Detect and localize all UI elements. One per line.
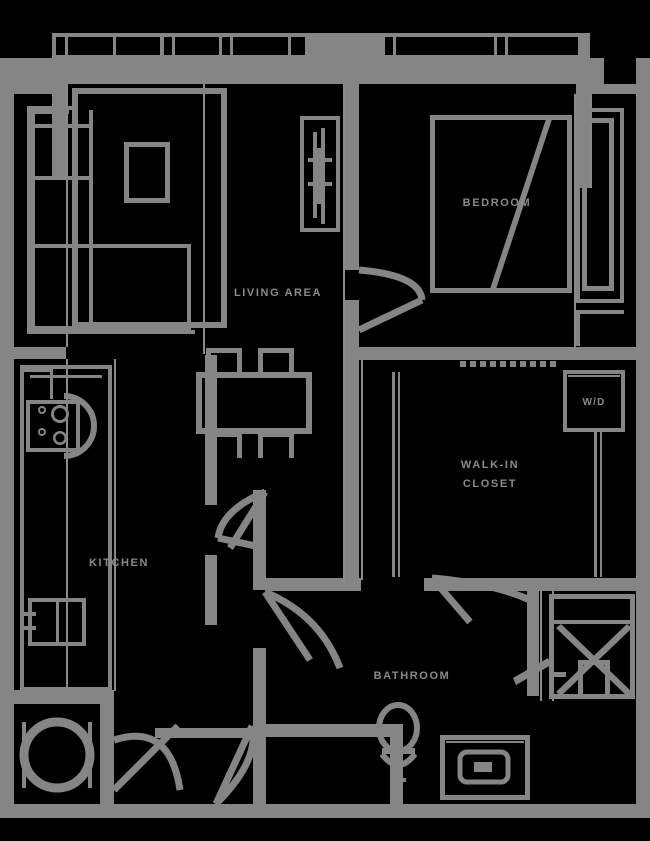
wall-ne-return bbox=[590, 58, 604, 84]
wall-kitchen-east-lower bbox=[205, 555, 217, 625]
door-group bbox=[111, 266, 532, 807]
wall-hall-west-upper bbox=[253, 490, 266, 590]
wall-shower-west bbox=[527, 591, 539, 696]
bed bbox=[430, 115, 572, 293]
wall-bedroom-closet-divider-e bbox=[576, 347, 636, 360]
washer-dryer-unit bbox=[563, 370, 625, 432]
room-label-closet-line1: WALK-IN bbox=[461, 459, 519, 471]
wall-entry-north bbox=[14, 690, 114, 704]
toilet bbox=[376, 702, 420, 782]
vanity-sink bbox=[440, 735, 530, 800]
room-label-bedroom: BEDROOM bbox=[463, 197, 532, 209]
bedroom-door[interactable] bbox=[357, 266, 426, 334]
room-labels: LIVING AREA BEDROOM KITCHEN WALK-IN CLOS… bbox=[89, 197, 605, 682]
appliance-label-washer-dryer: W/D bbox=[582, 397, 605, 408]
wall-entry-east bbox=[100, 690, 114, 804]
nightstand bbox=[582, 118, 614, 291]
dining-chairs bbox=[206, 348, 294, 458]
dining-table bbox=[196, 372, 312, 434]
wall-closet-west bbox=[345, 360, 359, 585]
bedroom-wardrobe bbox=[576, 108, 624, 346]
kitchen-sink bbox=[20, 598, 86, 646]
room-label-living: LIVING AREA bbox=[234, 287, 322, 299]
wall-entry-south-a bbox=[253, 724, 403, 737]
wall-ne-inner bbox=[590, 84, 636, 94]
wall-hall-north bbox=[265, 578, 361, 591]
range-cooktop bbox=[26, 393, 97, 459]
shower-door-handle bbox=[513, 658, 566, 685]
wall-north-pier bbox=[305, 33, 385, 84]
secondary-entry-door[interactable] bbox=[212, 724, 257, 807]
refrigerator bbox=[24, 369, 53, 399]
kitchen-counters bbox=[20, 365, 112, 691]
wall-hall-west-lower bbox=[253, 648, 266, 738]
wall-bath-north-east bbox=[539, 578, 636, 591]
room-label-closet-line2: CLOSET bbox=[463, 478, 517, 490]
bathroom-door[interactable] bbox=[262, 588, 344, 670]
media-console bbox=[300, 116, 340, 232]
wall-nw-inner bbox=[14, 84, 66, 94]
entry-door[interactable] bbox=[111, 723, 184, 793]
sectional-sofa bbox=[27, 88, 227, 334]
round-table bbox=[19, 717, 95, 793]
room-label-kitchen: KITCHEN bbox=[89, 557, 149, 569]
shower bbox=[549, 594, 635, 699]
closet-door[interactable] bbox=[429, 574, 532, 625]
wall-kitchen-north bbox=[14, 347, 66, 359]
wall-north-left bbox=[52, 58, 305, 84]
coffee-table bbox=[124, 142, 170, 203]
wall-bedroom-closet-divider bbox=[345, 347, 590, 360]
wall-central-spine-upper bbox=[345, 84, 359, 270]
wall-foyer-south bbox=[155, 728, 255, 738]
kitchen-door[interactable] bbox=[214, 488, 268, 552]
wall-central-spine-lower bbox=[345, 300, 359, 360]
wall-north-right bbox=[385, 58, 590, 84]
wall-entry-pier bbox=[253, 724, 266, 804]
room-label-bathroom: BATHROOM bbox=[374, 670, 451, 682]
closet-shelving bbox=[392, 351, 602, 577]
closet-shelf-dashed bbox=[460, 351, 556, 367]
wall-east-exterior bbox=[636, 58, 650, 818]
wall-west-exterior bbox=[0, 58, 14, 818]
wall-south-exterior bbox=[0, 804, 650, 818]
